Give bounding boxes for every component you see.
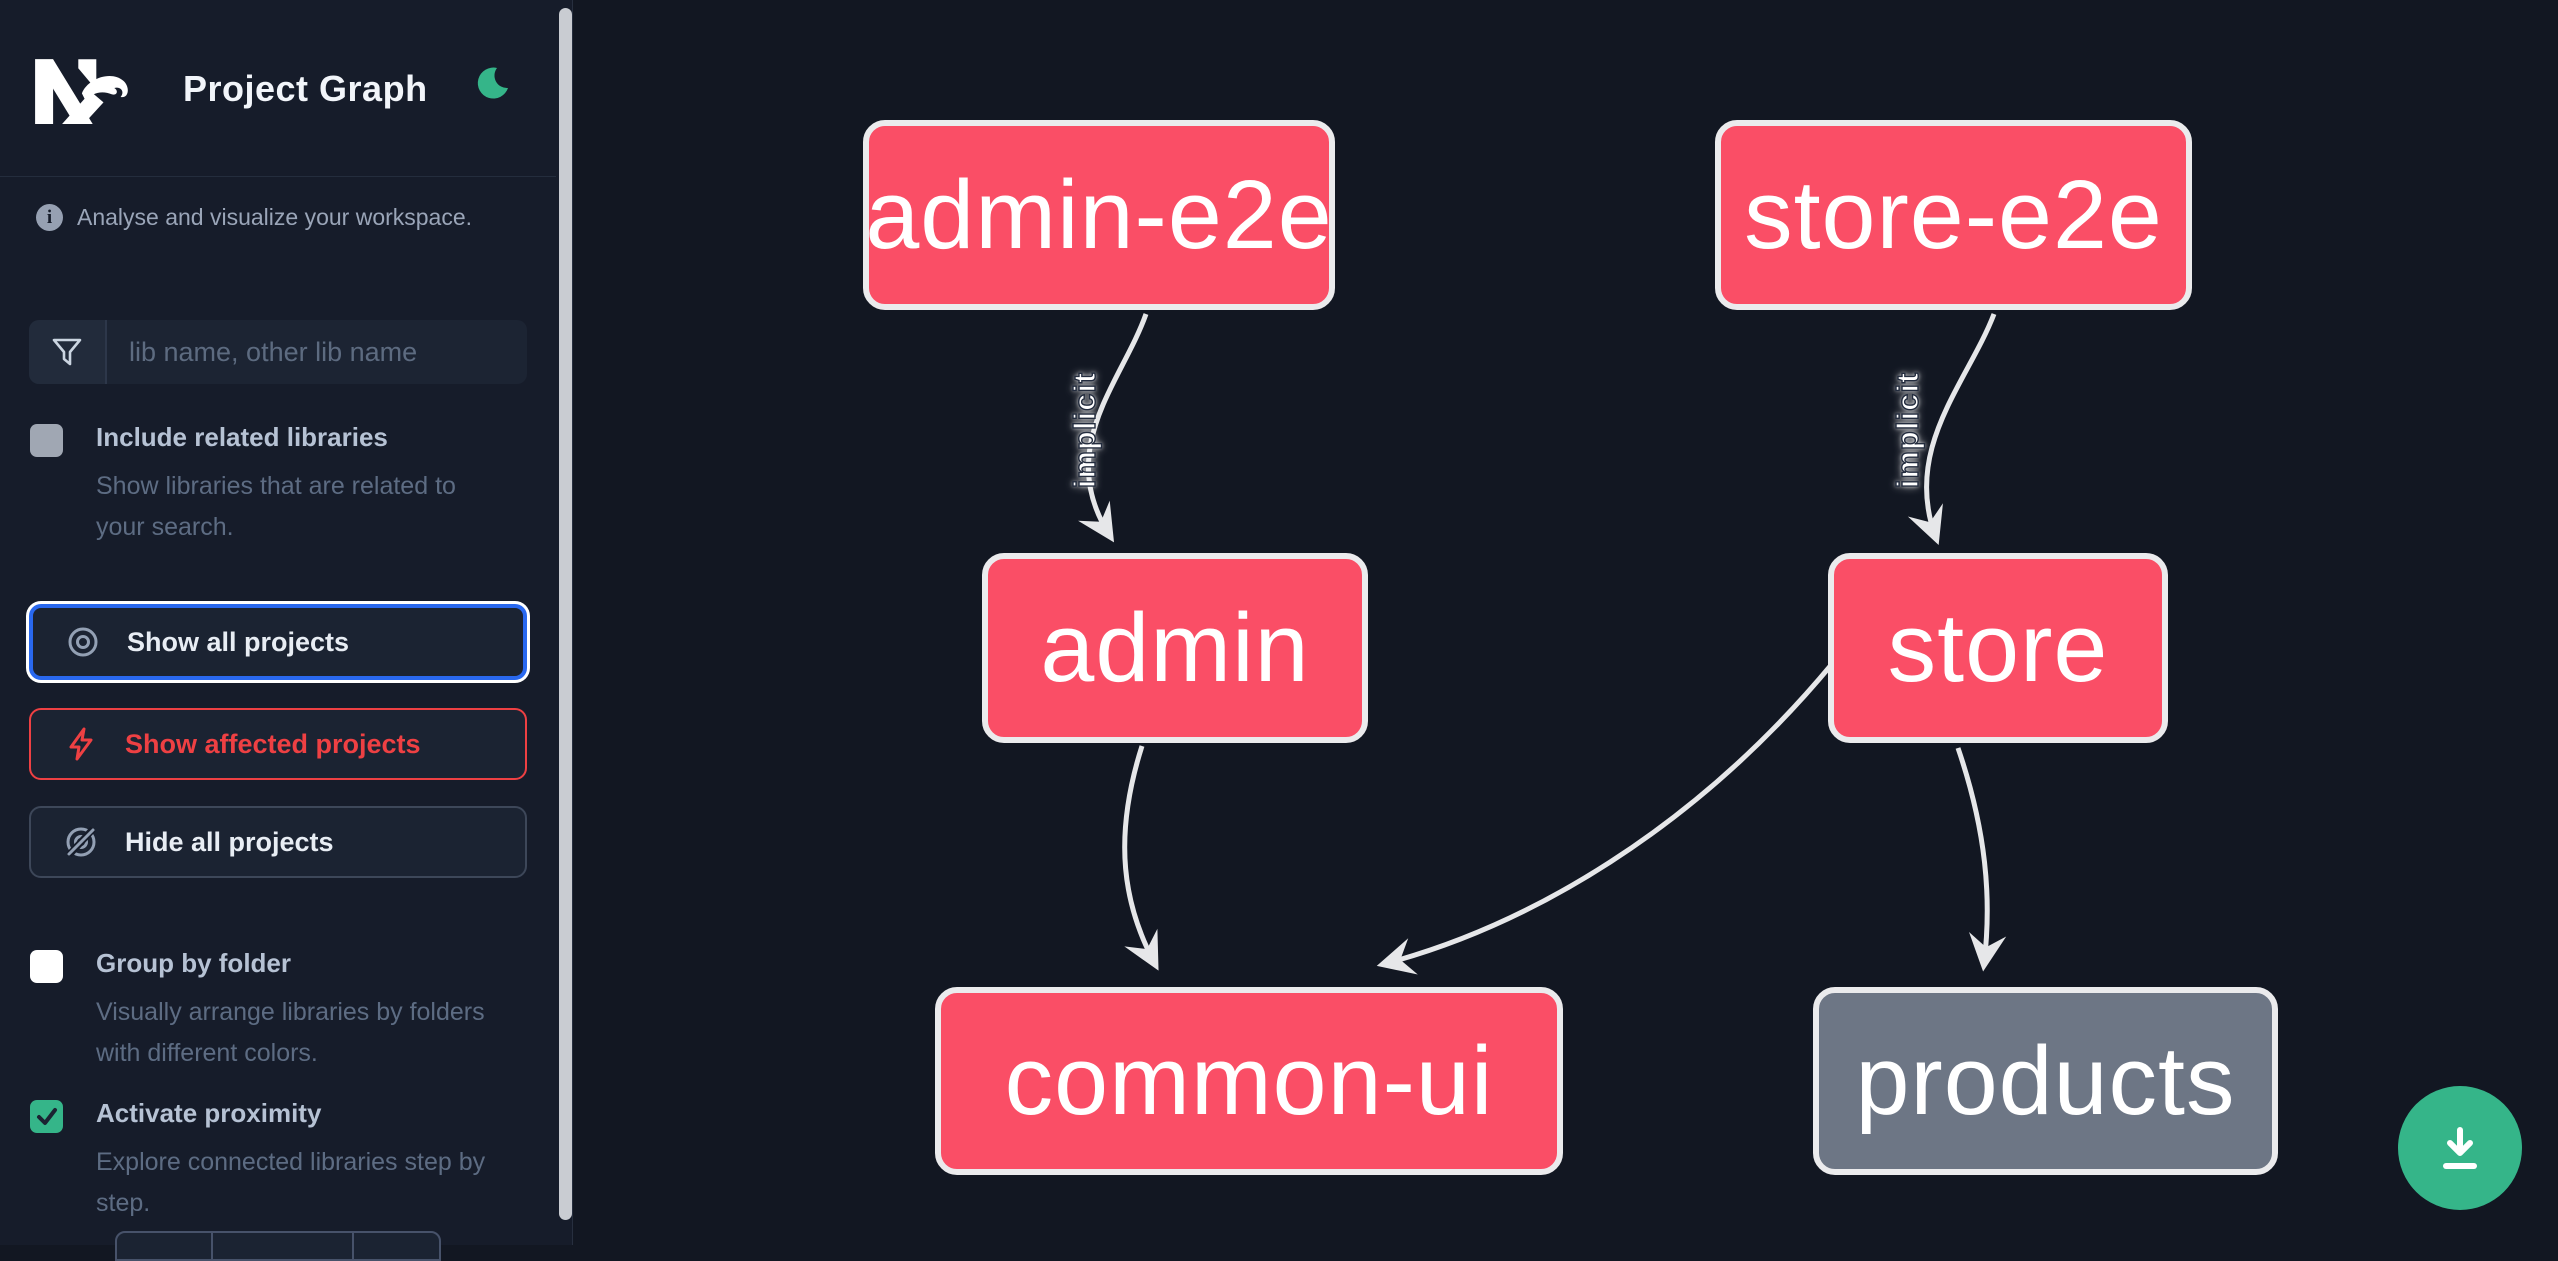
funnel-icon (52, 338, 82, 366)
checkbox-label: Activate proximity (96, 1098, 322, 1128)
checkbox-description: Visually arrange libraries by folders wi… (96, 998, 485, 1067)
sidebar: Project Graph i Analyse and visualize yo… (0, 0, 573, 1261)
node-label: admin-e2e (865, 160, 1333, 269)
graph-node-admin-e2e[interactable]: admin-e2e (863, 120, 1335, 310)
filter-icon-segment (29, 320, 107, 384)
edge-label-implicit: implicit (1066, 371, 1102, 489)
node-label: store-e2e (1744, 160, 2163, 269)
graph-node-store[interactable]: store (1828, 553, 2168, 743)
save-image-button[interactable] (2398, 1086, 2522, 1210)
search-box (29, 320, 527, 384)
checkbox-label: Include related libraries (96, 422, 388, 452)
bolt-icon (69, 727, 93, 761)
workspace-tagline: Analyse and visualize your workspace. (77, 204, 473, 230)
node-label: store (1887, 593, 2109, 702)
graph-node-products[interactable]: products (1813, 987, 2278, 1175)
segment-option[interactable] (117, 1233, 211, 1259)
show-affected-projects-button[interactable]: Show affected projects (29, 708, 527, 780)
checkbox-description: Show libraries that are related to your … (96, 472, 456, 541)
graph-node-store-e2e[interactable]: store-e2e (1715, 120, 2192, 310)
node-label: products (1855, 1026, 2236, 1135)
button-label: Show affected projects (125, 728, 421, 759)
segment-option[interactable] (211, 1233, 352, 1259)
button-label: Show all projects (127, 626, 350, 657)
header-divider (0, 176, 556, 177)
edge-label-implicit: implicit (1889, 371, 1925, 489)
theme-toggle-button[interactable] (472, 64, 512, 104)
search-input[interactable] (107, 320, 527, 384)
include-related-checkbox[interactable] (30, 424, 63, 457)
download-icon (2443, 1127, 2477, 1169)
page-title: Project Graph (183, 68, 428, 109)
checkbox-description: Explore connected libraries step by step… (96, 1148, 486, 1217)
sidebar-scrollbar[interactable] (559, 8, 572, 1220)
sidebar-header: Project Graph (0, 0, 556, 176)
checkbox-label: Group by folder (96, 948, 291, 978)
button-label: Hide all projects (125, 826, 334, 857)
show-all-projects-button[interactable]: Show all projects (29, 604, 527, 680)
segment-option[interactable] (352, 1233, 439, 1259)
hide-all-projects-button[interactable]: Hide all projects (29, 806, 527, 878)
node-label: common-ui (1004, 1026, 1494, 1135)
node-label: admin (1040, 593, 1310, 702)
info-icon: i (36, 204, 63, 231)
eye-off-icon (66, 826, 96, 858)
activate-proximity-checkbox[interactable] (30, 1100, 63, 1133)
nx-logo (35, 59, 128, 124)
eye-icon (68, 627, 98, 657)
graph-node-common-ui[interactable]: common-ui (935, 987, 1563, 1175)
group-by-folder-checkbox[interactable] (30, 950, 63, 983)
graph-node-admin[interactable]: admin (982, 553, 1368, 743)
mode-segmented-control (115, 1231, 441, 1261)
moon-icon (477, 67, 508, 99)
check-icon (36, 1107, 57, 1125)
